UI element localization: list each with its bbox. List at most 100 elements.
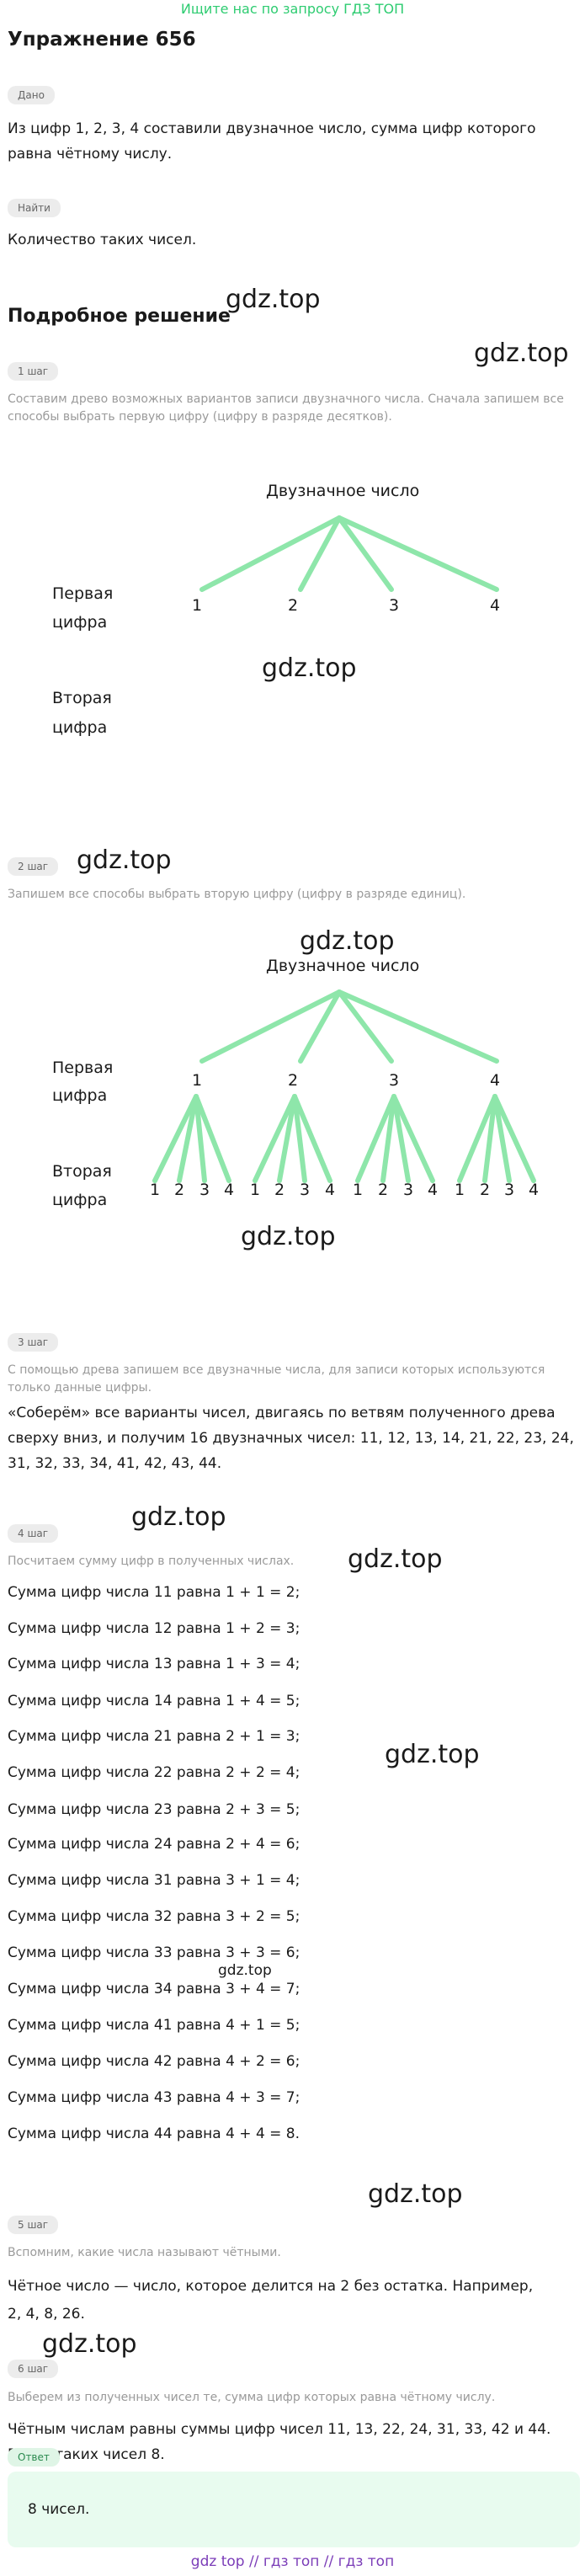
watermark: gdz.top xyxy=(474,339,569,368)
sum-line: Сумма цифр числа 34 равна 3 + 4 = 7; xyxy=(8,1981,300,1997)
first-digit-label: цифра xyxy=(52,1086,108,1105)
sum-line: Сумма цифр числа 32 равна 3 + 2 = 5; xyxy=(8,1908,300,1925)
first-digit-label: Первая xyxy=(52,1059,114,1077)
step1-text: Составим древо возможных вариантов запис… xyxy=(8,392,564,424)
tree-digit: 3 xyxy=(199,1181,210,1199)
sum-line: Сумма цифр числа 33 равна 3 + 3 = 6; xyxy=(8,1944,300,1961)
second-digit-label: цифра xyxy=(52,1191,108,1209)
tree-digit: 1 xyxy=(192,1071,203,1090)
step3-gray-text: С помощью древа запишем все двузначные ч… xyxy=(8,1363,545,1395)
top-banner: Ищите нас по запросу ГДЗ ТОП xyxy=(180,1,405,17)
tree-root: Двузначное число xyxy=(266,482,420,500)
tree-branch xyxy=(355,1094,396,1183)
step1-tag-label: 1 шаг xyxy=(8,362,59,381)
answer-tag-label: Ответ xyxy=(8,2448,60,2467)
step5-tag-label: 5 шаг xyxy=(8,2216,59,2234)
watermark: gdz.top xyxy=(300,926,395,956)
step6-tag-label: 6 шаг xyxy=(8,2360,59,2378)
tree-digit: 4 xyxy=(325,1181,336,1199)
tree-branch xyxy=(337,515,394,592)
watermark: gdz.top xyxy=(131,1502,226,1532)
tree-digit: 1 xyxy=(192,596,203,615)
tree-digit: 1 xyxy=(150,1181,161,1199)
sum-line: Сумма цифр числа 14 равна 1 + 4 = 5; xyxy=(8,1693,300,1709)
step4-tag: 4 шаг xyxy=(8,1524,59,1543)
tree-digit: 2 xyxy=(174,1181,185,1199)
find-tag: Найти xyxy=(8,199,61,217)
solution-title: Подробное решение xyxy=(8,306,231,327)
step2-text: Запишем все способы выбрать вторую цифру… xyxy=(8,888,466,901)
answer-box xyxy=(8,2472,580,2547)
sum-line: Сумма цифр числа 13 равна 1 + 3 = 4; xyxy=(8,1656,300,1672)
tree-digit: 2 xyxy=(274,1181,285,1199)
step4-gray-text: Посчитаем сумму цифр в полученных числах… xyxy=(8,1555,295,1568)
second-digit-label: Вторая xyxy=(52,689,112,707)
tree-digit: 3 xyxy=(300,1181,311,1199)
first-digit-label: Первая xyxy=(52,584,114,603)
sum-line: Сумма цифр числа 42 равна 4 + 2 = 6; xyxy=(8,2053,300,2070)
sum-line: Сумма цифр числа 22 равна 2 + 2 = 4; xyxy=(8,1764,300,1781)
tree-digit: 3 xyxy=(389,1071,400,1090)
tree-diagram-1 xyxy=(199,515,499,592)
tree-branch xyxy=(292,1094,307,1183)
step5-gray-text: Вспомним, какие числа называют чётными. xyxy=(8,2246,281,2259)
step6-tag: 6 шаг xyxy=(8,2360,59,2378)
tree-digit: 4 xyxy=(490,1071,501,1090)
tree-branch xyxy=(391,1094,435,1183)
step5-text: Чётное число — число, которое делится на… xyxy=(8,2278,534,2295)
given-tag-label: Дано xyxy=(8,86,55,104)
tree-branch xyxy=(337,989,499,1064)
tree-branch xyxy=(292,1094,332,1183)
watermark: gdz.top xyxy=(385,1740,480,1769)
tree-digit: 3 xyxy=(504,1181,515,1199)
sum-line: Сумма цифр числа 21 равна 2 + 1 = 3; xyxy=(8,1728,300,1745)
tree-branch xyxy=(199,989,342,1064)
watermark: gdz.top xyxy=(77,845,172,875)
step4-tag-label: 4 шаг xyxy=(8,1524,59,1543)
tree-branch xyxy=(298,989,342,1064)
tree-digit: 2 xyxy=(288,1071,299,1090)
step3-text: «Соберём» все варианты чисел, двигаясь п… xyxy=(8,1405,574,1472)
sum-line: Сумма цифр числа 12 равна 1 + 2 = 3; xyxy=(8,1620,300,1637)
tree-branch xyxy=(482,1094,497,1183)
second-digit-label: Вторая xyxy=(52,1162,112,1181)
sum-line: Сумма цифр числа 43 равна 4 + 3 = 7; xyxy=(8,2089,300,2106)
sum-line: Сумма цифр числа 44 равна 4 + 4 = 8. xyxy=(8,2125,300,2142)
step2-tag-label: 2 шаг xyxy=(8,857,59,876)
tree-digit: 2 xyxy=(288,596,299,615)
tree-branch xyxy=(253,1094,297,1183)
second-digit-label: цифра xyxy=(52,718,108,737)
watermark: gdz.top xyxy=(368,2179,463,2209)
tree-branch xyxy=(199,515,342,592)
tree-branch xyxy=(380,1094,396,1183)
tree-branch xyxy=(391,1094,411,1183)
step2-tag: 2 шаг xyxy=(8,857,59,876)
tree-digit: 3 xyxy=(389,596,400,615)
tree-digit: 1 xyxy=(353,1181,364,1199)
watermark: gdz.top xyxy=(241,1222,336,1251)
tree-branch xyxy=(194,1094,207,1183)
tree-digit: 4 xyxy=(529,1181,540,1199)
watermark: gdz.top xyxy=(226,285,321,314)
page-title: Упражнение 656 xyxy=(8,29,196,51)
step5-tag: 5 шаг xyxy=(8,2216,59,2234)
given-tag: Дано xyxy=(8,86,55,104)
tree-digit: 1 xyxy=(250,1181,261,1199)
tree-branch xyxy=(194,1094,231,1183)
watermark: gdz.top xyxy=(262,653,357,683)
tree-root: Двузначное число xyxy=(266,957,420,975)
tree-branch xyxy=(457,1094,497,1183)
tree-branch xyxy=(177,1094,199,1183)
step3-tag-label: 3 шаг xyxy=(8,1333,59,1352)
tree-branch xyxy=(337,989,394,1064)
watermark: gdz.top xyxy=(348,1544,443,1574)
footer-links[interactable]: gdz top // гдз топ // гдз топ xyxy=(190,2553,395,2570)
step1-tag: 1 шаг xyxy=(8,362,59,381)
sum-line: Сумма цифр числа 24 равна 2 + 4 = 6; xyxy=(8,1836,300,1853)
tree-branch xyxy=(337,515,499,592)
tree-digit: 4 xyxy=(224,1181,235,1199)
sum-line: Сумма цифр числа 31 равна 3 + 1 = 4; xyxy=(8,1872,300,1889)
first-digit-label: цифра xyxy=(52,613,108,632)
step5-examples: 2, 4, 8, 26. xyxy=(8,2306,85,2323)
step6-text: Чётным числам равны суммы цифр чисел 11,… xyxy=(8,2421,551,2463)
